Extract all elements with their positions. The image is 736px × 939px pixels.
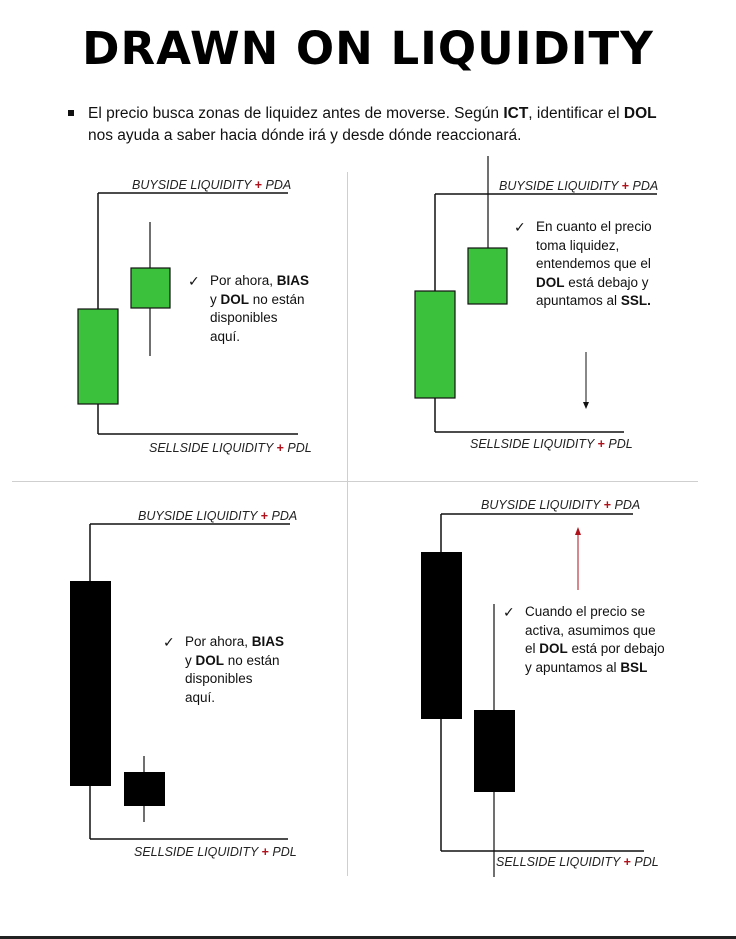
vertical-divider xyxy=(347,172,348,876)
check-icon: ✓ xyxy=(163,634,175,650)
panel-4-diagram xyxy=(421,513,644,877)
panel-3-note: ✓ Por ahora, BIAS y DOL no están disponi… xyxy=(163,634,285,705)
intro-ict: ICT xyxy=(503,105,529,122)
panel-1-diagram xyxy=(77,192,298,435)
bottom-rule xyxy=(0,936,736,939)
down-arrow-icon xyxy=(583,402,589,409)
check-icon: ✓ xyxy=(503,604,515,620)
check-icon: ✓ xyxy=(188,273,200,289)
page-title: DRAWN ON LIQUIDITY xyxy=(82,22,654,75)
intro-text-2: , identificar el xyxy=(528,105,624,122)
panel-4-note: ✓ Cuando el precio se activa, asumimos q… xyxy=(503,604,665,675)
horizontal-divider xyxy=(12,481,698,482)
intro-dol: DOL xyxy=(623,105,657,122)
bullet-icon xyxy=(68,110,74,116)
panel-3-buyside-label: BUYSIDE LIQUIDITY + PDA xyxy=(138,509,298,523)
intro-text-3: nos ayuda a saber hacia dónde irá y desd… xyxy=(88,127,522,144)
candle-2-body xyxy=(467,247,508,305)
candle-1-body xyxy=(421,552,462,719)
intro-text-1: El precio busca zonas de liquidez antes … xyxy=(88,105,504,122)
panel-3-diagram xyxy=(70,523,290,840)
candle-2-body xyxy=(130,267,171,309)
candle-1-body xyxy=(414,290,456,399)
panel-2-buyside-label: BUYSIDE LIQUIDITY + PDA xyxy=(499,179,659,193)
panel-3-sellside-label: SELLSIDE LIQUIDITY + PDL xyxy=(134,845,297,859)
candle-2-body xyxy=(124,772,165,806)
panel-4-sellside-label: SELLSIDE LIQUIDITY + PDL xyxy=(496,855,659,869)
panel-2-diagram xyxy=(414,156,657,433)
candle-1-body xyxy=(70,581,111,786)
candle-2-body xyxy=(474,710,515,792)
panel-1-sellside-label: SELLSIDE LIQUIDITY + PDL xyxy=(149,441,312,455)
up-arrow-icon xyxy=(575,527,581,535)
panel-2-sellside-label: SELLSIDE LIQUIDITY + PDL xyxy=(470,437,633,451)
intro-paragraph: El precio busca zonas de liquidez antes … xyxy=(68,103,678,147)
panel-1-buyside-label: BUYSIDE LIQUIDITY + PDA xyxy=(132,178,292,192)
panel-1-note: ✓ Por ahora, BIAS y DOL no están disponi… xyxy=(188,273,310,344)
candle-1-body xyxy=(77,308,119,405)
panel-4-buyside-label: BUYSIDE LIQUIDITY + PDA xyxy=(481,498,641,512)
panel-2-note: ✓ En cuanto el precio toma liquidez, ent… xyxy=(514,219,652,308)
check-icon: ✓ xyxy=(514,219,526,235)
